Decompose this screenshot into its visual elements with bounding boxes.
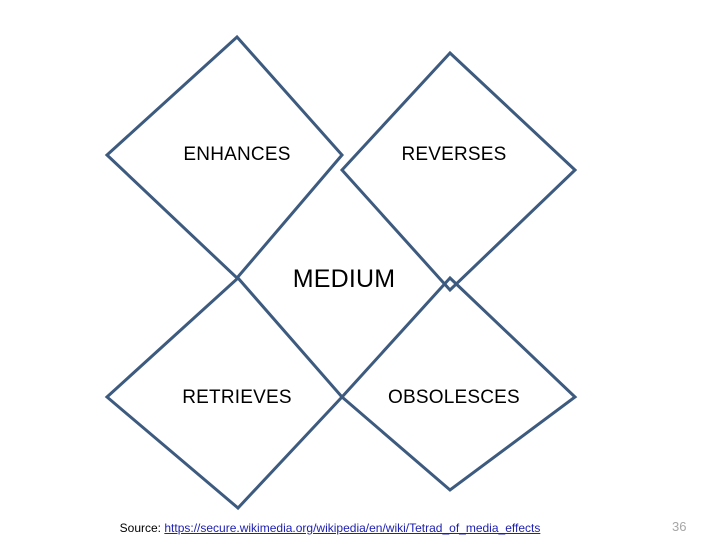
quadrant-label-retrieves: RETRIEVES [182,387,292,408]
diamond-obsolesces [339,275,578,492]
center-label-medium: MEDIUM [292,265,396,293]
diamond-reverses [339,50,578,293]
page-number: 36 [672,519,687,534]
source-label: Source: [119,521,165,535]
source-line: Source: https://secure.wikimedia.org/wik… [0,521,660,536]
quadrant-label-reverses: REVERSES [401,144,507,165]
diamond-retrieves [104,275,345,511]
quadrant-label-obsolesces: OBSOLESCES [388,387,520,408]
quadrant-label-enhances: ENHANCES [183,144,291,165]
source-link[interactable]: https://secure.wikimedia.org/wikipedia/e… [164,521,541,535]
